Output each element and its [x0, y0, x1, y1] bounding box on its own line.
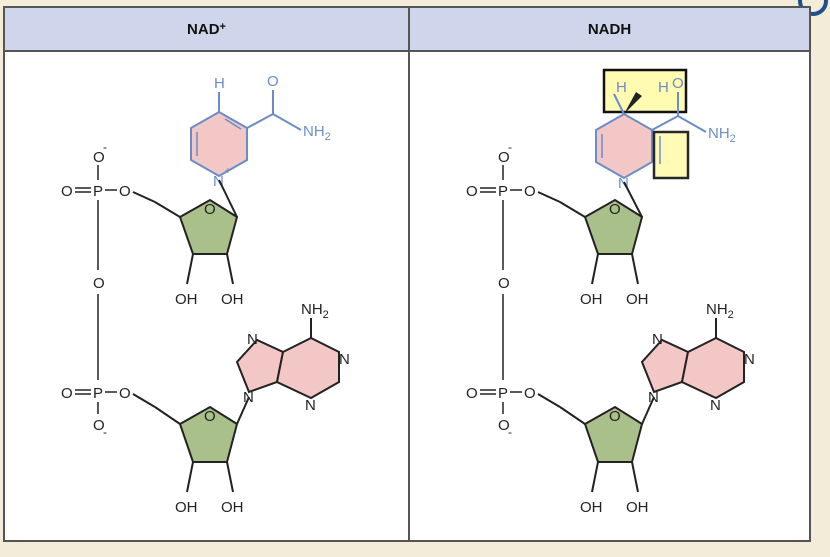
adenine-n3: N	[710, 397, 721, 414]
nadh-header: NADH	[410, 8, 809, 52]
ribose-lower	[583, 405, 644, 463]
highlight-double-bond	[652, 130, 690, 180]
bridge-o: O	[498, 275, 510, 292]
nadh-panel: H H O NH2 N O OH OH P O O	[410, 52, 811, 540]
svg-text:-: -	[508, 425, 512, 439]
phosphate-lower-o-ester: O	[524, 385, 536, 402]
adenine-n3: N	[305, 397, 316, 414]
oh-upper-2: OH	[221, 291, 244, 308]
nad-plus-superscript: +	[219, 21, 226, 33]
phosphate-upper-o-double: O	[466, 183, 478, 200]
phosphate-lower-o-minus: O	[498, 417, 510, 434]
plus-label: +	[225, 166, 231, 177]
adenine-n1: N	[339, 351, 350, 368]
h-label-1: H	[616, 79, 627, 96]
ring-o-lower: O	[609, 408, 621, 425]
nad-plus-title: NAD	[187, 20, 220, 38]
ribose-upper	[178, 198, 239, 255]
wedge-bond	[624, 92, 642, 114]
o-label: O	[267, 73, 279, 90]
nh2-label: NH2	[708, 125, 736, 145]
phosphate-upper-o-ester: O	[524, 183, 536, 200]
oh-upper-1: OH	[175, 291, 198, 308]
adenine-pyrimidine	[275, 336, 340, 400]
phosphate-upper-p: P	[498, 183, 508, 200]
nad-plus-panel: H O NH2 N + O OH OH P O O	[5, 52, 406, 540]
nicotinamide-ring	[190, 110, 248, 178]
h-label: H	[214, 75, 225, 92]
nadh-structure: H H O NH2 N O OH OH P O O	[466, 68, 755, 516]
oh-lower-1: OH	[175, 499, 198, 516]
adenine-nh2: NH2	[706, 301, 734, 321]
bridge-o: O	[93, 275, 105, 292]
phosphate-lower-o-minus: O	[93, 417, 105, 434]
phosphate-lower-o-double: O	[466, 385, 478, 402]
phosphate-lower-o-double: O	[61, 385, 73, 402]
panel-divider	[408, 8, 410, 540]
oh-upper-2: OH	[626, 291, 649, 308]
n-label: N	[618, 175, 629, 192]
ribose-upper	[583, 198, 644, 255]
svg-text:-: -	[103, 425, 107, 439]
adenine-imidazole	[235, 338, 285, 394]
comparison-frame: NAD+ NADH H O NH2 N +	[3, 6, 811, 542]
nad-plus-structure: H O NH2 N + O OH OH P O O	[61, 73, 350, 516]
adenine-pyrimidine	[680, 336, 745, 400]
nicotinamide-ring	[595, 112, 653, 180]
adenine-n7: N	[247, 331, 258, 348]
oh-upper-1: OH	[580, 291, 603, 308]
oh-lower-2: OH	[626, 499, 649, 516]
ring-o-upper: O	[609, 201, 621, 218]
phosphate-upper-p: P	[93, 183, 103, 200]
phosphate-lower-p: P	[498, 385, 508, 402]
ring-o-upper: O	[204, 201, 216, 218]
phosphate-lower-p: P	[93, 385, 103, 402]
phosphate-upper-o-minus: O	[93, 149, 105, 166]
svg-text:-: -	[508, 140, 512, 154]
adenine-nh2: NH2	[301, 301, 329, 321]
phosphate-upper-o-double: O	[61, 183, 73, 200]
adenine-n1: N	[744, 351, 755, 368]
phosphate-lower-o-ester: O	[119, 385, 131, 402]
oh-lower-2: OH	[221, 499, 244, 516]
phosphate-upper-o-minus: O	[498, 149, 510, 166]
adenine-imidazole	[640, 338, 690, 394]
ribose-lower	[178, 405, 239, 463]
nad-plus-header: NAD+	[5, 8, 408, 52]
adenine-n7: N	[652, 331, 663, 348]
svg-text:-: -	[103, 140, 107, 154]
nh2-label: NH2	[303, 123, 331, 143]
highlight-hydrogens	[602, 68, 688, 114]
nadh-title: NADH	[587, 20, 632, 38]
ring-o-lower: O	[204, 408, 216, 425]
phosphate-upper-o-ester: O	[119, 183, 131, 200]
h-label-2: H	[658, 79, 669, 96]
adenine-n9: N	[243, 389, 254, 406]
o-label: O	[672, 75, 684, 92]
oh-lower-1: OH	[580, 499, 603, 516]
n-plus-label: N	[213, 173, 224, 190]
adenine-n9: N	[648, 389, 659, 406]
